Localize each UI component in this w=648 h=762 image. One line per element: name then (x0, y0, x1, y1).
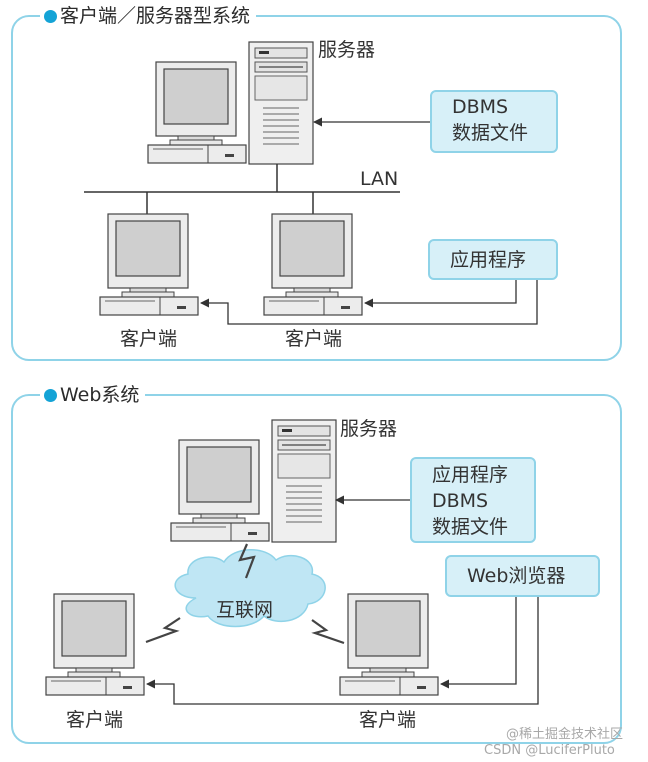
watermark-line-1: @稀土掘金技术社区 (506, 727, 624, 742)
lightning-right-icon (311, 619, 345, 645)
web-server-monitor-icon (170, 439, 270, 542)
client-server-title-text: 客户端／服务器型系统 (60, 5, 251, 27)
web-server-software-box: 应用程序 DBMS 数据文件 (410, 457, 536, 543)
lightning-server-icon (238, 543, 256, 579)
web-browser-box: Web浏览器 (445, 555, 600, 597)
web-client-left-label: 客户端 (66, 709, 124, 731)
internet-cloud-icon (174, 549, 326, 628)
cs-server-label: 服务器 (318, 39, 376, 61)
app-arrow-right-client (364, 279, 517, 308)
section-bullet-icon (44, 389, 57, 402)
web-browser-box-label: Web浏览器 (467, 565, 566, 587)
internet-label: 互联网 (216, 599, 274, 621)
server-box-line-3: 数据文件 (432, 516, 509, 538)
watermark-line-2: CSDN @LuciferPluto (484, 743, 615, 758)
section-bullet-icon (44, 10, 57, 23)
browser-arrow-right-client (440, 597, 517, 689)
application-box: 应用程序 (428, 239, 558, 280)
cs-client-left-label: 客户端 (120, 328, 178, 350)
lan-label: LAN (360, 168, 399, 190)
application-box-label: 应用程序 (450, 249, 527, 271)
web-system-title-text: Web系统 (60, 384, 140, 406)
browser-arrow-left-client (146, 597, 539, 705)
dbms-data-box: DBMS 数据文件 (430, 90, 558, 153)
web-client-left-computer-icon (45, 593, 145, 696)
dbms-box-line-2: 数据文件 (452, 122, 529, 144)
web-client-right-computer-icon (339, 593, 439, 696)
client-server-title: 客户端／服务器型系统 (40, 4, 257, 28)
lightning-left-icon (145, 617, 181, 644)
web-system-title: Web系统 (40, 383, 146, 407)
web-server-tower-icon (271, 419, 337, 543)
server-box-line-1: 应用程序 (432, 464, 509, 486)
server-box-line-2: DBMS (432, 490, 489, 512)
web-client-right-label: 客户端 (359, 709, 417, 731)
app-arrow-left-client (200, 279, 538, 325)
cs-client-right-label: 客户端 (285, 328, 343, 350)
dbms-box-line-1: DBMS (452, 96, 509, 118)
web-server-label: 服务器 (340, 418, 398, 440)
